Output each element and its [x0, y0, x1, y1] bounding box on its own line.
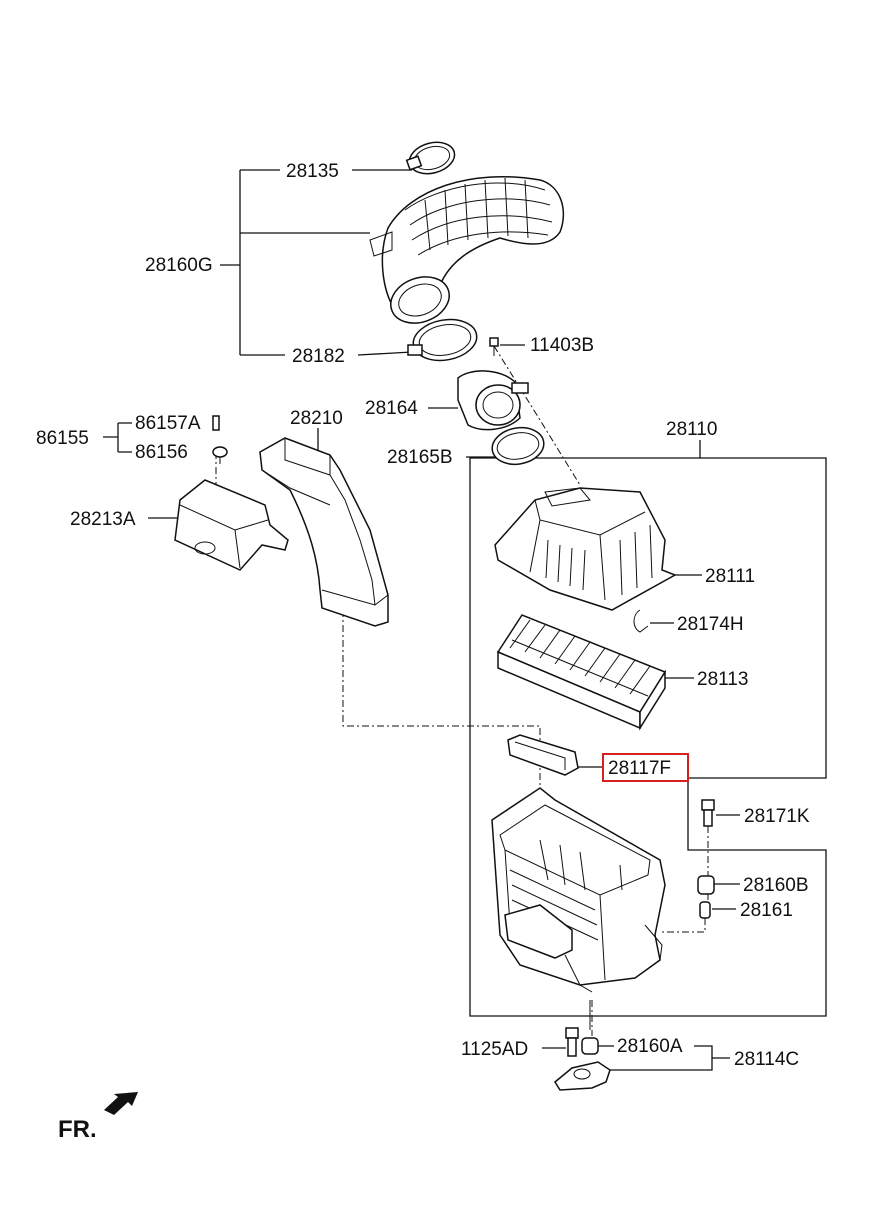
gasket-28165B — [491, 426, 545, 466]
upper-housing-28111 — [494, 487, 677, 611]
label-86157A: 86157A — [135, 413, 201, 434]
seal-28117F — [507, 734, 579, 776]
label-28160B: 28160B — [743, 875, 809, 896]
bracket-28114C — [554, 1000, 611, 1091]
bolt-28171K — [701, 799, 715, 827]
filter-28113 — [496, 614, 667, 731]
front-direction-label: FR. — [58, 1116, 97, 1143]
front-arrow-icon — [104, 1092, 138, 1115]
lower-housing — [491, 787, 666, 993]
label-28114C: 28114C — [734, 1049, 799, 1070]
intake-hose-28160G — [369, 176, 565, 324]
label-28210: 28210 — [290, 408, 343, 429]
label-28160G: 28160G — [145, 255, 213, 276]
label-86155: 86155 — [36, 428, 89, 449]
label-28164: 28164 — [365, 398, 418, 419]
sensor-28164 — [457, 370, 529, 431]
duct-28210 — [259, 437, 389, 627]
fasteners-86155 — [212, 415, 228, 464]
bolt-11403B — [489, 337, 499, 356]
label-86156: 86156 — [135, 442, 188, 463]
label-11403B: 11403B — [530, 335, 594, 356]
cover-28213A — [174, 479, 289, 571]
label-28174H: 28174H — [677, 614, 744, 635]
label-28160A: 28160A — [617, 1036, 683, 1057]
label-28161: 28161 — [740, 900, 793, 921]
bolt-1125AD — [565, 1027, 579, 1057]
label-28182: 28182 — [292, 346, 345, 367]
part-labels: 28135 28160G 28182 11403B 28164 28165B 2… — [36, 161, 810, 1143]
clamp-28135 — [405, 141, 456, 175]
clip-28174H — [633, 609, 649, 633]
label-28171K: 28171K — [744, 806, 810, 827]
label-28135: 28135 — [286, 161, 339, 182]
grommet-28160B — [697, 875, 715, 895]
label-28117F: 28117F — [608, 758, 671, 779]
label-1125AD: 1125AD — [461, 1039, 528, 1060]
leader-lines — [103, 169, 827, 1071]
label-28111: 28111 — [705, 566, 755, 587]
label-28213A: 28213A — [70, 509, 136, 530]
label-28113: 28113 — [697, 669, 748, 690]
label-28110: 28110 — [666, 419, 717, 440]
pin-28161 — [699, 901, 711, 919]
clamp-28182 — [407, 318, 478, 362]
label-28165B: 28165B — [387, 447, 453, 468]
highlight-box — [602, 753, 689, 782]
